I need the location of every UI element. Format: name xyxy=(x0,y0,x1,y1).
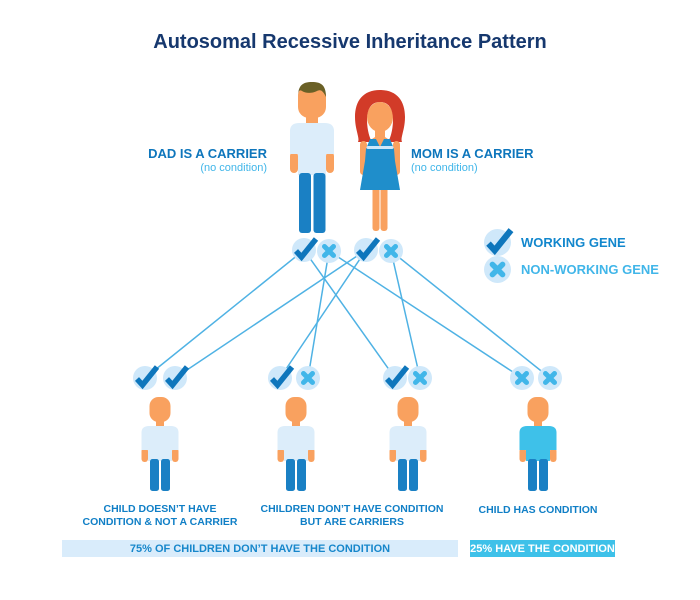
dad-label: DAD IS A CARRIER xyxy=(148,146,267,161)
middle-label-line1: CHILDREN DON’T HAVE CONDITION xyxy=(260,503,444,515)
gene-connection-line xyxy=(279,249,367,379)
non-working-gene-icon xyxy=(379,239,403,263)
child1-label-line1: CHILD DOESN’T HAVE xyxy=(103,503,217,515)
child4-label-line1: CHILD HAS CONDITION xyxy=(478,504,598,516)
dad-sublabel: (no condition) xyxy=(200,162,267,174)
non-working-gene-icon xyxy=(408,366,432,390)
gene-connection-line xyxy=(307,250,330,379)
gene-connection-line xyxy=(390,250,421,379)
gene-connection-line xyxy=(328,250,523,379)
working-gene-icon xyxy=(292,237,319,262)
gene-connection-line xyxy=(174,249,367,379)
gene-connection-line xyxy=(144,249,305,379)
working-gene-icon xyxy=(484,228,514,256)
non-working-gene-icon xyxy=(296,366,320,390)
child-figure-has-condition xyxy=(511,397,565,491)
non-working-gene-icon xyxy=(484,256,511,283)
working-gene-icon xyxy=(354,237,381,262)
bar-75-percent: 75% OF CHILDREN DON’T HAVE THE CONDITION xyxy=(62,540,458,557)
dad-label-block: DAD IS A CARRIER (no condition) xyxy=(148,147,267,175)
child1-label: CHILD DOESN’T HAVE CONDITION & NOT A CAR… xyxy=(55,503,265,528)
child1-label-line2: CONDITION & NOT A CARRIER xyxy=(82,515,238,528)
non-working-gene-icon xyxy=(538,366,562,390)
gene-connection-line xyxy=(390,250,551,379)
working-gene-icon xyxy=(383,365,410,390)
child4-label: CHILD HAS CONDITION xyxy=(436,504,640,517)
child-figure xyxy=(381,397,435,491)
mom-figure xyxy=(355,90,405,231)
legend-working-row: WORKING GENE xyxy=(484,228,626,256)
gene-connection-line xyxy=(303,249,396,379)
working-gene-icon xyxy=(268,365,295,390)
working-gene-icon xyxy=(133,365,160,390)
mom-sublabel: (no condition) xyxy=(411,162,478,174)
non-working-gene-icon xyxy=(317,239,341,263)
child-figure xyxy=(133,397,187,491)
bar-25-percent: 25% HAVE THE CONDITION xyxy=(470,540,615,557)
legend-nonworking-row: NON-WORKING GENE xyxy=(484,256,659,283)
legend-nonworking-label: NON-WORKING GENE xyxy=(521,262,659,277)
child-figure xyxy=(269,397,323,491)
non-working-gene-icon xyxy=(510,366,534,390)
page-title: Autosomal Recessive Inheritance Pattern xyxy=(153,31,547,53)
middle-label-line2: BUT ARE CARRIERS xyxy=(299,515,405,528)
working-gene-icon xyxy=(163,365,190,390)
legend-working-label: WORKING GENE xyxy=(521,235,626,250)
children-middle-label: CHILDREN DON’T HAVE CONDITION BUT ARE CA… xyxy=(242,503,462,528)
mom-label-block: MOM IS A CARRIER (no condition) xyxy=(411,147,534,175)
mom-label: MOM IS A CARRIER xyxy=(411,146,534,161)
dad-figure xyxy=(290,82,334,233)
